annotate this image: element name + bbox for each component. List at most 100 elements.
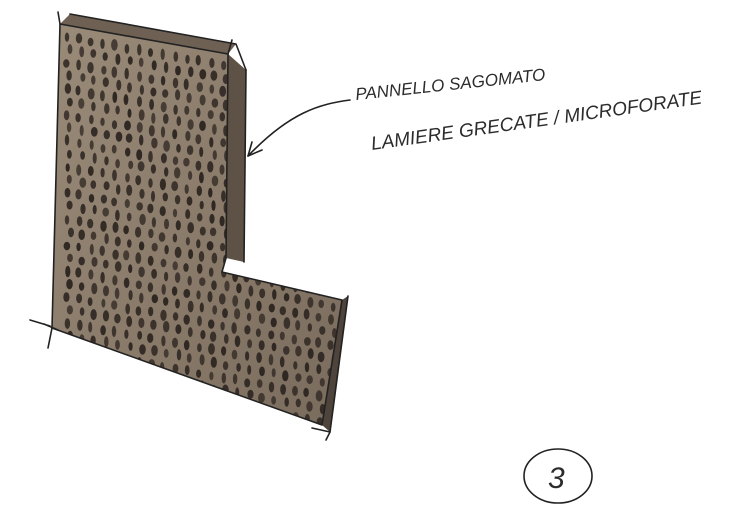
- perforation-hole: [318, 300, 324, 308]
- perforation-hole: [125, 304, 130, 315]
- perforation-hole: [195, 134, 201, 144]
- perforation-hole: [152, 217, 156, 227]
- perforation-hole: [149, 125, 155, 136]
- perforation-hole: [317, 261, 321, 269]
- perforation-hole: [164, 376, 169, 385]
- perforation-hole: [316, 390, 323, 401]
- annotation-line-1: PANNELLO SAGOMATO: [354, 65, 546, 104]
- perforation-hole: [174, 167, 180, 178]
- perforation-hole: [128, 56, 133, 65]
- perforation-hole: [307, 454, 313, 463]
- perforation-hole: [259, 81, 264, 89]
- perforation-hole: [188, 119, 194, 130]
- perforation-hole: [112, 67, 118, 78]
- perforated-panel: [30, 12, 350, 470]
- perforation-hole: [232, 295, 238, 306]
- perforation-hole: [161, 259, 167, 268]
- perforation-hole: [99, 377, 106, 386]
- perforation-hole: [282, 449, 288, 458]
- perforation-hole: [231, 322, 236, 334]
- perforation-hole: [292, 335, 297, 345]
- perforation-hole: [210, 228, 216, 237]
- perforation-hole: [148, 282, 153, 292]
- perforation-hole: [341, 108, 346, 117]
- perforation-hole: [115, 288, 120, 299]
- perforation-hole: [208, 291, 213, 302]
- perforation-hole: [331, 198, 336, 208]
- perforation-hole: [63, 59, 69, 67]
- perforation-hole: [112, 326, 116, 337]
- perforation-hole: [309, 90, 313, 99]
- perforation-hole: [259, 106, 264, 115]
- perforation-hole: [188, 276, 192, 286]
- perforation-hole: [66, 163, 70, 171]
- perforation-hole: [327, 340, 333, 350]
- perforation-hole: [124, 381, 130, 390]
- perforation-hole: [196, 108, 200, 117]
- perforation-hole: [116, 132, 123, 142]
- perforation-hole: [233, 374, 237, 385]
- perforation-hole: [65, 83, 71, 94]
- perforation-hole: [316, 181, 321, 193]
- perforation-hole: [163, 401, 167, 410]
- perforation-hole: [304, 232, 309, 243]
- perforation-hole: [139, 58, 144, 67]
- perforation-hole: [235, 441, 241, 451]
- perforation-hole: [320, 196, 326, 206]
- perforation-hole: [175, 66, 181, 76]
- perforation-hole: [332, 250, 336, 259]
- perforation-hole: [138, 318, 144, 328]
- perforation-hole: [75, 189, 81, 199]
- perforation-hole: [341, 239, 347, 248]
- perforation-hole: [68, 44, 73, 54]
- perforation-hole: [79, 282, 84, 291]
- perforation-hole: [315, 337, 321, 348]
- perforation-hole: [111, 379, 116, 389]
- perforation-hole: [77, 139, 81, 148]
- perforation-hole: [79, 412, 84, 421]
- perforation-hole: [210, 410, 216, 419]
- perforation-hole: [88, 297, 93, 306]
- perforation-hole: [220, 216, 225, 227]
- perforation-hole: [308, 220, 313, 228]
- perforation-hole: [103, 310, 109, 321]
- perforation-hole: [236, 414, 241, 422]
- perforation-hole: [65, 188, 71, 198]
- perforation-hole: [295, 320, 300, 330]
- perforation-hole: [128, 109, 132, 118]
- perforation-hole: [104, 103, 109, 114]
- perforation-hole: [272, 343, 277, 352]
- perforation-hole: [176, 402, 180, 413]
- perforation-hole: [320, 378, 325, 387]
- perforation-hole: [272, 420, 277, 428]
- perforation-hole: [150, 320, 156, 330]
- perforation-hole: [151, 191, 155, 202]
- perforation-hole: [340, 186, 347, 197]
- perforation-hole: [245, 351, 249, 360]
- perforation-hole: [340, 448, 346, 457]
- perforation-hole: [173, 389, 178, 399]
- perforation-hole: [282, 137, 289, 147]
- perforation-hole: [256, 405, 262, 415]
- perforation-hole: [284, 267, 289, 278]
- perforation-hole: [221, 346, 226, 355]
- perforation-hole: [281, 202, 285, 212]
- perforation-hole: [271, 159, 277, 170]
- perforation-hole: [139, 241, 144, 250]
- perforation-hole: [162, 89, 168, 98]
- perforation-hole: [329, 237, 334, 248]
- perforation-hole: [147, 333, 153, 343]
- perforation-hole: [259, 340, 265, 350]
- perforation-hole: [116, 184, 120, 194]
- perforation-hole: [91, 102, 95, 111]
- perforation-hole: [285, 397, 289, 406]
- perforation-hole: [139, 344, 146, 354]
- perforation-hole: [268, 226, 274, 235]
- perforation-hole: [295, 241, 302, 252]
- perforation-hole: [104, 156, 108, 165]
- perforation-hole: [79, 46, 84, 57]
- perforation-hole: [341, 394, 346, 404]
- perforation-hole: [64, 242, 71, 251]
- perforation-hole: [101, 168, 105, 178]
- perforation-hole: [66, 70, 71, 80]
